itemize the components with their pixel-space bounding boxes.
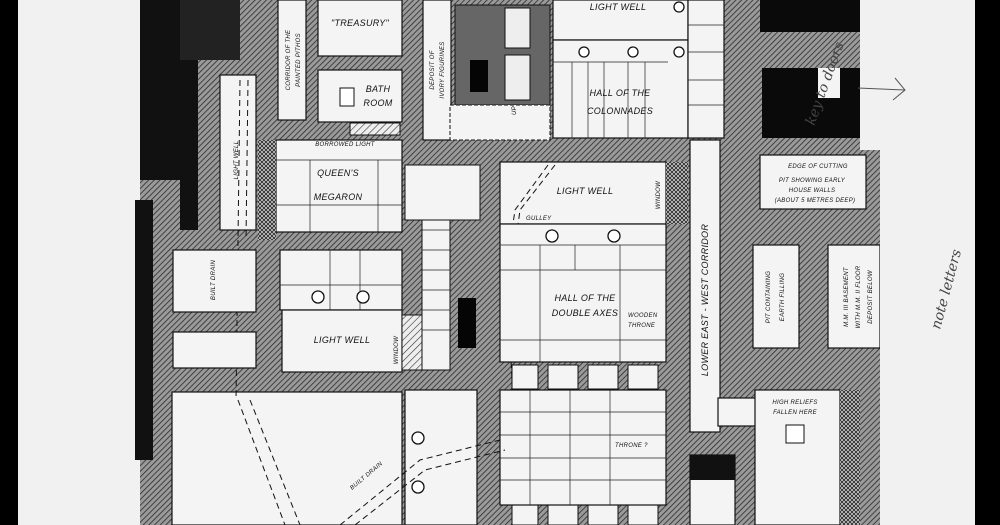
label-house-walls: HOUSE WALLS	[789, 188, 836, 194]
label-hall-double-axes: HALL OF THE	[555, 293, 617, 303]
staircase	[454, 4, 551, 106]
label-light-well-middle: LIGHT WELL	[557, 186, 614, 196]
label-edge-of-cutting: EDGE OF CUTTING	[788, 164, 848, 170]
label-room: ROOM	[363, 98, 392, 108]
label-earth-filling: EARTH FILLING	[780, 273, 786, 321]
label-treasury: "TREASURY"	[331, 18, 390, 28]
light-well-lower	[281, 309, 403, 373]
mm-basement	[827, 244, 881, 349]
label-window-2: WINDOW	[656, 180, 662, 209]
bath-room	[317, 69, 403, 123]
label-deposit-below: DEPOSIT BELOW	[868, 269, 874, 324]
label-throne: THRONE ?	[615, 443, 648, 449]
label-floor: WITH M.M. II FLOOR	[856, 265, 862, 328]
label-borrowed-light: BORROWED LIGHT	[315, 142, 376, 148]
pit-earth-filling	[752, 244, 800, 349]
handwritten-note-box	[818, 68, 840, 98]
label-light-well-left: LIGHT WELL	[234, 141, 240, 180]
label-double-axes: DOUBLE AXES	[552, 308, 619, 318]
label-light-well-lower: LIGHT WELL	[314, 335, 371, 345]
high-reliefs-room	[754, 389, 841, 525]
label-bath: BATH	[366, 84, 391, 94]
label-corridor-painted-pithos-2: PAINTED PITHOS	[296, 33, 302, 87]
hall-of-colonnades	[552, 39, 689, 139]
label-ivory-figurines: IVORY FIGURINES	[440, 41, 446, 98]
label-pit-early: PIT SHOWING EARLY	[779, 178, 846, 184]
label-queens: QUEEN'S	[317, 168, 359, 178]
deposit-room	[422, 0, 452, 141]
label-pit-containing: PIT CONTAINING	[766, 271, 772, 323]
bath-tub-icon	[339, 87, 355, 107]
edge-of-cutting-note	[759, 154, 867, 210]
label-wooden: WOODEN	[628, 313, 658, 319]
treasury-room	[317, 0, 403, 57]
label-built-drain: BUILT DRAIN	[211, 260, 217, 301]
label-light-well-top: LIGHT WELL	[590, 2, 647, 12]
open-area	[171, 391, 403, 525]
lower-east-west-corridor	[689, 139, 721, 433]
wall	[140, 0, 180, 180]
label-hall-colonnades: HALL OF THE	[590, 88, 652, 98]
label-deposit: DEPOSIT OF	[430, 50, 436, 89]
built-drain-room	[172, 249, 257, 313]
label-corridor-painted-pithos: CORRIDOR OF THE	[286, 29, 292, 90]
label-throne-wooden: THRONE	[628, 323, 656, 329]
label-gulley: GULLEY	[526, 216, 552, 222]
drain-line	[235, 79, 249, 401]
label-corridor: LOWER EAST - WEST CORRIDOR	[700, 224, 710, 377]
black-area	[760, 0, 860, 32]
queens-megaron	[275, 139, 403, 233]
label-basement: M.M. III BASEMENT	[844, 266, 850, 327]
lower-hall	[499, 389, 667, 506]
black-area	[762, 68, 860, 138]
label-up: UP	[512, 106, 518, 115]
label-megaron: MEGARON	[314, 192, 363, 202]
hall-of-double-axes	[499, 223, 667, 363]
label-high-reliefs: HIGH RELIEFS	[772, 400, 817, 406]
arrow-icon	[857, 77, 906, 101]
label-fallen-here: FALLEN HERE	[773, 410, 818, 416]
label-metres-deep: (ABOUT 5 METRES DEEP)	[775, 198, 856, 204]
label-window: WINDOW	[394, 335, 400, 364]
corridor-painted-pithos	[277, 0, 307, 121]
label-colonnades: COLONNADES	[587, 106, 653, 116]
